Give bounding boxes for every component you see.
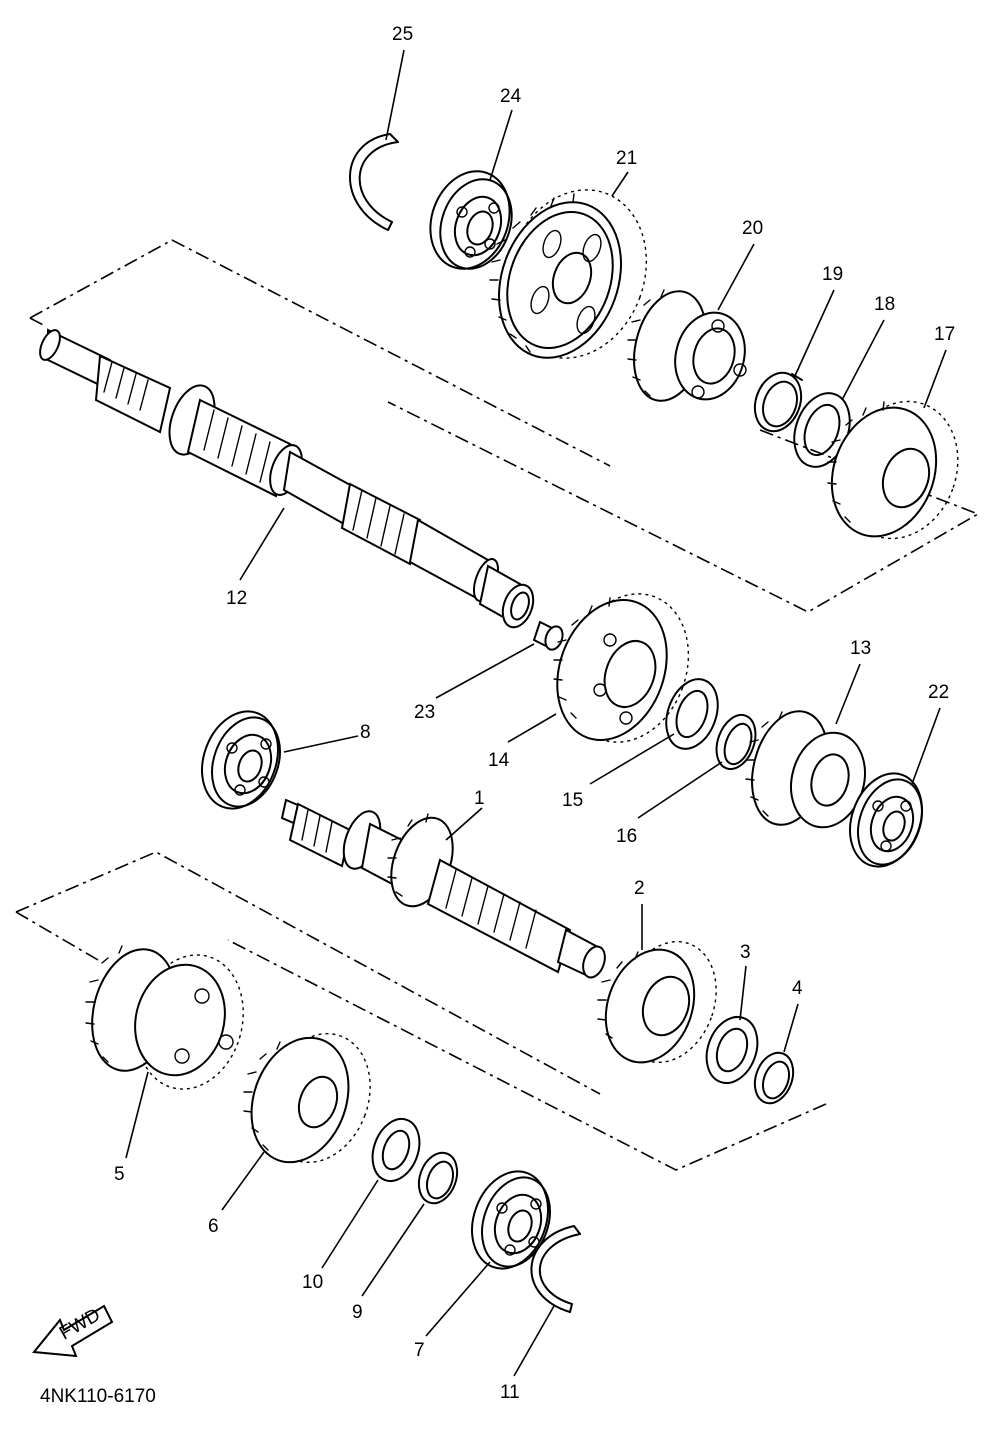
part-code: 4NK110-6170 — [40, 1386, 156, 1407]
callout-11: 11 — [500, 1382, 520, 1403]
circlip-25 — [349, 133, 399, 231]
circlip-4 — [753, 1051, 795, 1105]
drive-axle-1 — [280, 798, 606, 979]
leader-lines — [125, 49, 947, 1377]
gear-17 — [827, 400, 959, 540]
bearing-22 — [849, 772, 923, 868]
callout-6: 6 — [208, 1216, 219, 1237]
callout-23: 23 — [414, 702, 435, 723]
callout-16: 16 — [616, 826, 637, 847]
circlip-19 — [753, 371, 803, 433]
bushing-23 — [532, 620, 564, 651]
callout-20: 20 — [742, 218, 763, 239]
gear-21 — [489, 189, 648, 359]
callout-labels: 25 24 21 20 19 18 17 12 23 14 15 16 13 2… — [114, 24, 955, 1403]
lower-group-boundary-left — [15, 911, 99, 961]
callout-21: 21 — [616, 148, 637, 169]
callout-14: 14 — [488, 750, 510, 771]
gear-14 — [553, 593, 690, 743]
washer-3 — [705, 1016, 759, 1084]
callout-13: 13 — [850, 638, 871, 659]
gear-6 — [243, 1032, 371, 1164]
main-axle-12 — [39, 328, 535, 629]
washer-10 — [371, 1118, 421, 1182]
bearing-7 — [471, 1170, 551, 1270]
callout-25: 25 — [392, 24, 413, 45]
circlip-16 — [715, 713, 757, 771]
gear-2 — [597, 940, 717, 1064]
washer-15 — [665, 678, 719, 750]
bearing-24 — [429, 170, 513, 270]
lower-group-boundary — [15, 851, 827, 1171]
callout-22: 22 — [928, 682, 949, 703]
callout-3: 3 — [740, 942, 751, 963]
fwd-arrow-icon: FWD — [32, 1305, 114, 1358]
callout-15: 15 — [562, 790, 583, 811]
gear-5 — [85, 945, 244, 1090]
callout-12: 12 — [226, 588, 247, 609]
callout-24: 24 — [500, 86, 522, 107]
callout-1: 1 — [474, 788, 485, 809]
bearing-8 — [201, 710, 281, 810]
callout-7: 7 — [414, 1340, 425, 1361]
callout-2: 2 — [634, 878, 645, 899]
callout-19: 19 — [822, 264, 843, 285]
circlip-9 — [417, 1151, 459, 1205]
upper-group-boundary-left — [29, 317, 46, 327]
callout-10: 10 — [302, 1272, 323, 1293]
gear-13 — [745, 710, 866, 829]
callout-18: 18 — [874, 294, 895, 315]
callout-9: 9 — [352, 1302, 363, 1323]
circlip-11 — [530, 1225, 581, 1313]
callout-8: 8 — [360, 722, 371, 743]
gear-20 — [627, 289, 747, 402]
callout-5: 5 — [114, 1164, 125, 1185]
callout-4: 4 — [792, 978, 803, 999]
callout-17: 17 — [934, 324, 955, 345]
